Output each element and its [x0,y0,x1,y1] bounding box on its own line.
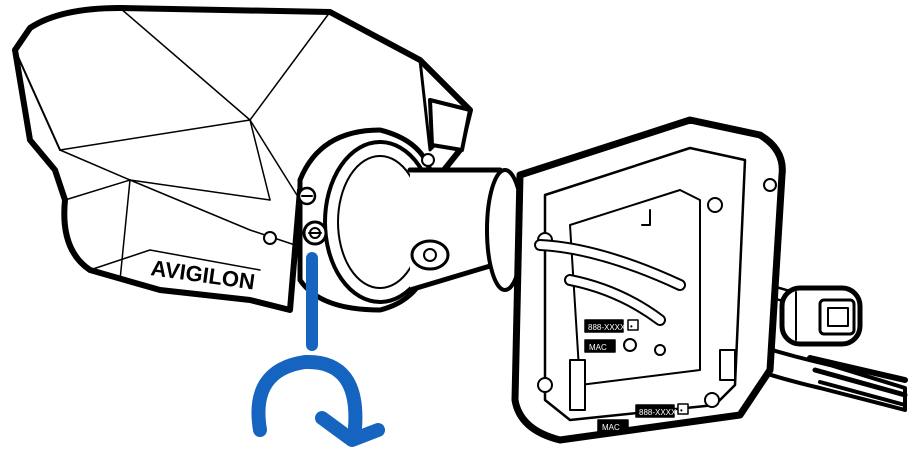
mounting-bracket [511,116,786,444]
screw-hole [421,153,435,167]
label-upper-dot: • [630,322,633,331]
camera-drawing: AVIGILON [12,5,908,444]
label-lower-dot: • [680,406,683,415]
camera-housing [12,5,473,313]
label-upper-mac: MAC [589,343,607,352]
screw-hole [263,231,277,245]
rj45-connector [779,285,863,347]
clockwise-arrow-icon [251,354,385,447]
lock-screw [302,220,328,246]
label-upper-code: 888-XXXX [588,323,626,332]
mac-label-lower: MAC 888-XXXX • [597,403,689,433]
mac-label-upper: 888-XXXX • MAC [584,319,639,353]
label-lower-code: 888-XXXX [639,408,677,417]
gimbal-joint [297,127,525,313]
lock-screw-top [297,186,317,206]
label-lower-mac: MAC [602,423,620,432]
